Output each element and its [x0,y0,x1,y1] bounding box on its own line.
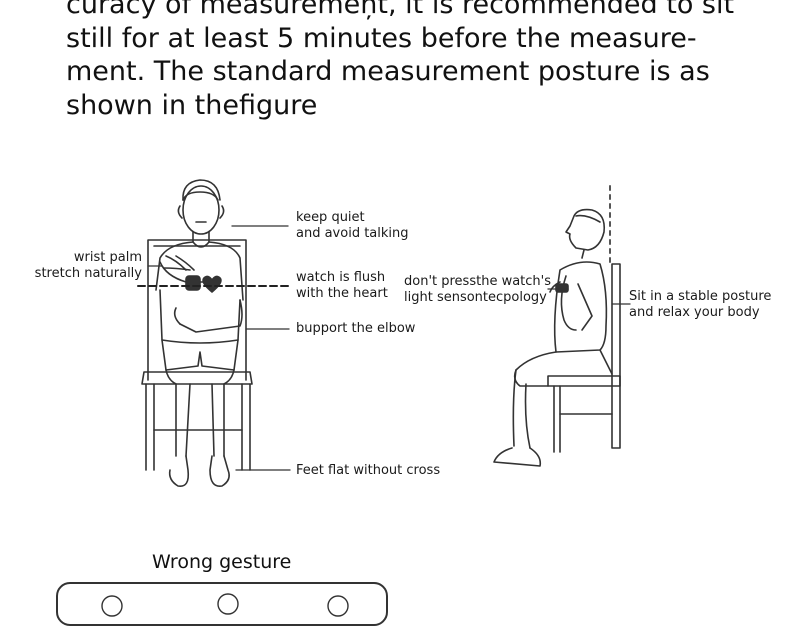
wrong-gesture-title: Wrong gesture [152,551,292,573]
label-feet-flat: Feet flat without cross [296,463,441,478]
front-leader-lines [147,225,291,471]
side-leader-lines [547,288,631,305]
intro-line: ment. The standard measurement posture i… [66,56,710,87]
intro-paragraph: curacy of measuremeņt, it is recommended… [66,0,746,122]
side-person [493,208,613,467]
wrong-gesture-figures [101,593,349,617]
label-keep-quiet: keep quiet and avoid talking [296,210,409,241]
label-support-elbow: bupport the elbow [296,321,416,336]
posture-illustration [137,179,631,487]
intro-line: still for at least 5 minutes before the … [66,22,697,54]
intro-line: curacy of measuremeņt, it is recommended… [66,0,735,20]
intro-line: shown in thefigure [66,89,318,121]
label-watch-flush: watch is flush with the heart [296,270,388,301]
label-stable-posture: Sit in a stable posture and relax your b… [629,289,772,320]
label-sensor: don't pressthe watch's light sensontecpo… [404,274,551,305]
front-person [155,179,244,487]
label-wrist-palm: wrist palm stretch naturally [34,250,142,281]
side-chair [547,263,621,453]
wrong-gesture-panel [56,582,388,626]
